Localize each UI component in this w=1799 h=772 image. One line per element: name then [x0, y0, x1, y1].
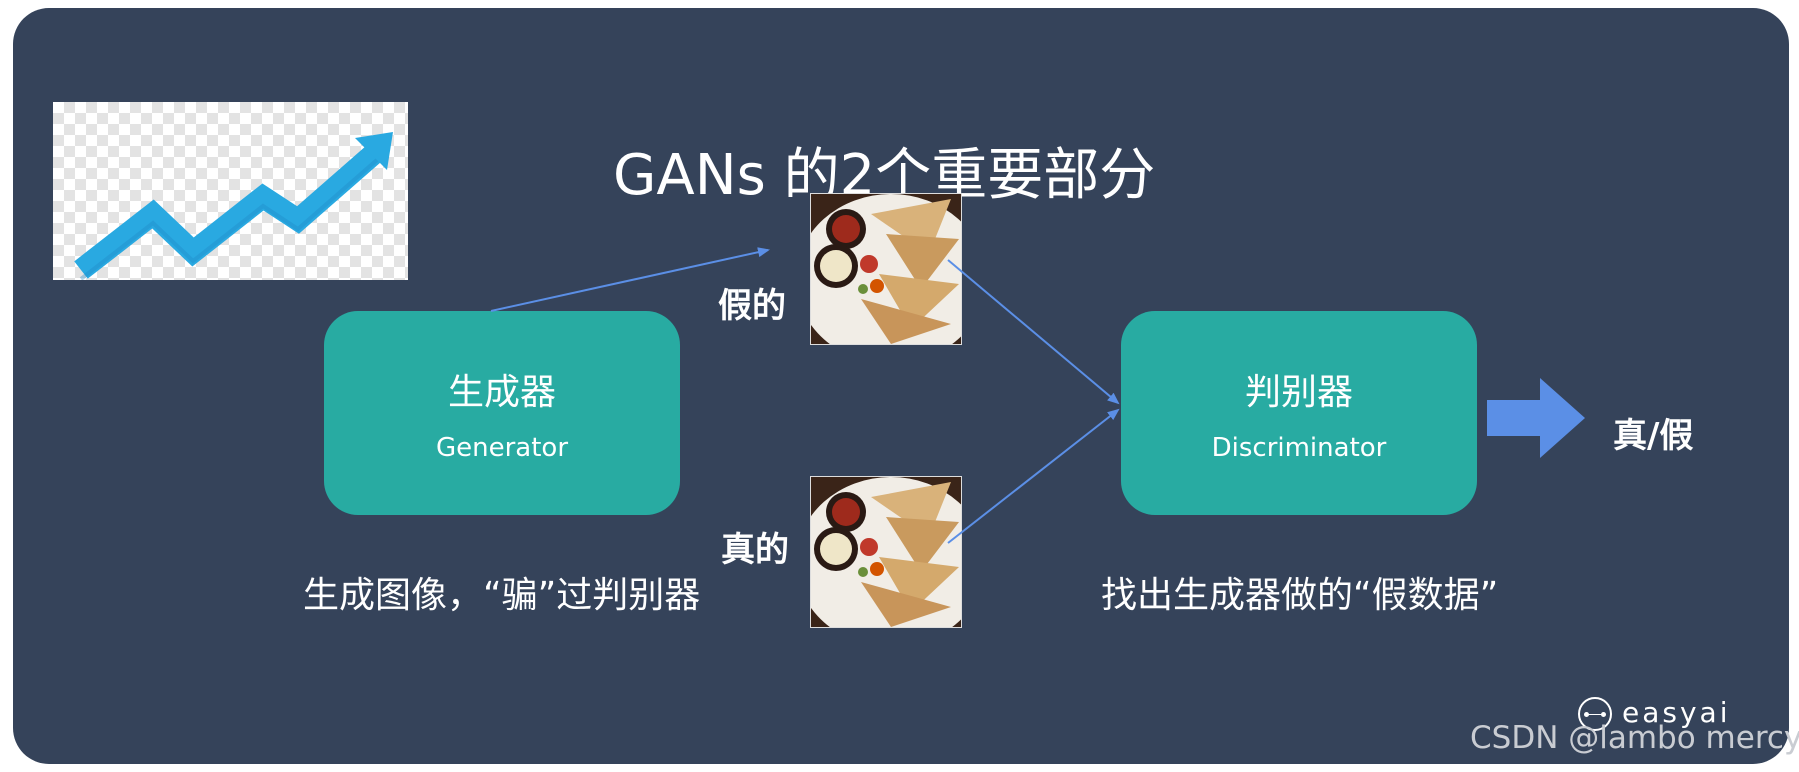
discriminator-box: 判别器 Discriminator	[1121, 311, 1477, 515]
easyai-logo: easyai	[1578, 696, 1730, 731]
generator-box: 生成器 Generator	[324, 311, 680, 515]
discriminator-name-cn: 判别器	[1244, 372, 1353, 413]
generator-name-en: Generator	[435, 433, 569, 463]
slide: GANs 的2个重要部分 生成器 Generator 判别器 Discrimin…	[13, 8, 1789, 764]
real-label: 真的	[721, 530, 789, 570]
discriminator-caption: 找出生成器做的“假数据”	[1101, 575, 1499, 616]
output-arrow	[1487, 378, 1585, 458]
fake-label: 假的	[718, 286, 786, 326]
output-label: 真/假	[1613, 416, 1694, 456]
fake-food-photo	[810, 193, 962, 345]
easyai-logo-text: easyai	[1622, 696, 1731, 729]
real-to-discriminator-arrow	[947, 408, 1120, 544]
fake-to-discriminator-arrow	[947, 259, 1120, 405]
easyai-logo-icon	[1578, 697, 1612, 731]
trend-up-chart-icon	[53, 102, 408, 280]
csdn-watermark: CSDN @lambo mercy	[1470, 720, 1799, 756]
discriminator-name-en: Discriminator	[1211, 433, 1387, 463]
real-food-photo	[810, 476, 962, 628]
generator-caption: 生成图像，“骗”过判别器	[303, 575, 701, 616]
connector-arrows	[490, 247, 1585, 544]
generator-name-cn: 生成器	[447, 372, 556, 413]
generator-to-fake-arrow	[490, 247, 770, 312]
